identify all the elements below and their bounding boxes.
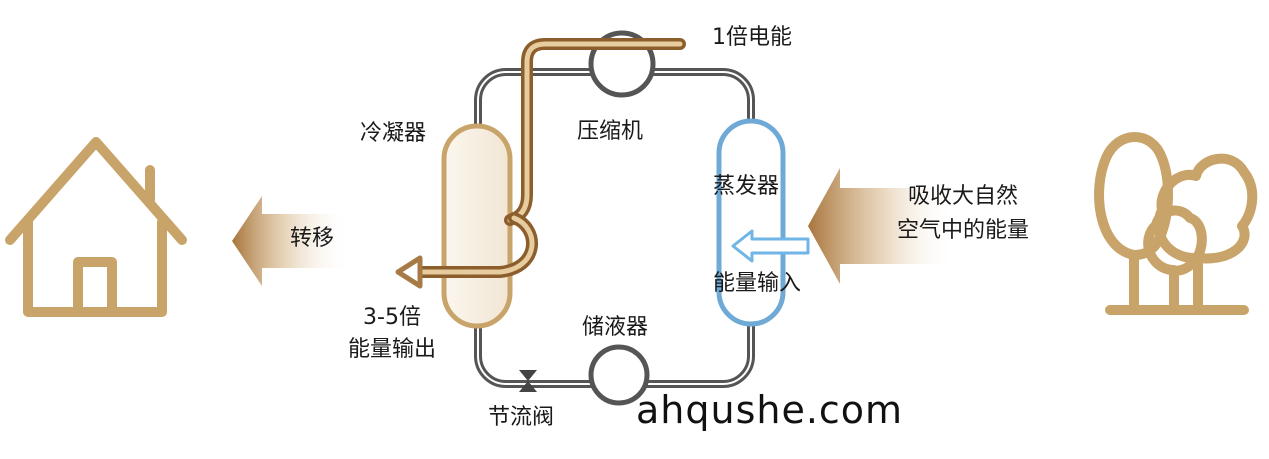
throttle-label: 节流阀 [488,405,555,430]
output-label-line2: 能量输出 [347,337,436,362]
absorb-arrow [808,168,955,284]
house-icon [5,137,187,317]
electric-input-label: 1倍电能 [712,25,792,50]
receiver-icon [588,344,650,406]
evaporator-vessel [716,118,786,327]
energy-flow-tube [412,38,686,278]
receiver-label: 储液器 [582,315,649,340]
trees-icon [1094,132,1258,315]
transfer-label: 转移 [290,226,335,251]
energy-input-label: 能量输入 [713,271,802,296]
condenser-vessel [441,123,513,329]
watermark: ahqushe.com [636,388,904,432]
absorb-label-line2: 空气中的能量 [896,218,1029,243]
evaporator-label: 蒸发器 [713,174,780,199]
energy-input-arrow [731,229,810,263]
throttle-valve-icon [519,370,537,392]
output-label-line1: 3-5倍 [363,305,421,330]
absorb-label-line1: 吸收大自然 [907,184,1018,209]
transfer-arrow [232,196,350,286]
output-arrow [395,255,423,289]
condenser-label: 冷凝器 [360,121,427,146]
compressor-label: 压缩机 [577,119,644,144]
